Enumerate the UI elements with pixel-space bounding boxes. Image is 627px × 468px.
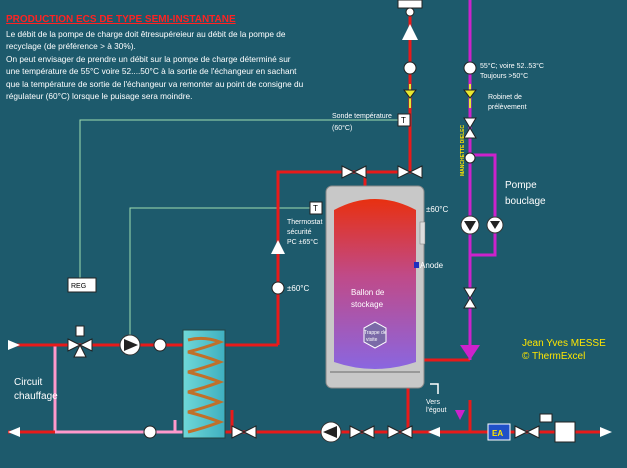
brand-credit: © ThermExcel	[522, 351, 585, 362]
header-line-4: une température de 55°C voire 52....50°C…	[6, 66, 297, 76]
pump-recirc[interactable]	[320, 421, 342, 443]
temp-left-label: ±60°C	[287, 284, 309, 293]
tank-badge	[363, 321, 387, 349]
heat-exchanger	[182, 329, 226, 439]
vers-label-1: Vers	[426, 399, 441, 406]
ea-box[interactable]: EA	[487, 423, 511, 441]
sonde-box: T	[397, 113, 411, 127]
ballon-label-2: stockage	[351, 300, 384, 309]
pompe-label-1: Pompe	[505, 180, 537, 191]
header-line-1: Le débit de la pompe de charge doit être…	[6, 29, 286, 39]
gauge-charge	[153, 338, 167, 352]
header-line-6: régulateur (60°C) lorsque le puisage ser…	[6, 91, 192, 101]
ballon-label-1: Ballon de	[351, 288, 385, 297]
top-tap	[397, 0, 423, 17]
tank-temp-label: ±60°C	[426, 205, 448, 214]
svg-text:T: T	[313, 204, 318, 213]
sonde-label-1: Sonde température	[332, 113, 392, 120]
header-block: PRODUCTION ECS DE TYPE SEMI-INSTANTANE L…	[6, 14, 304, 101]
anode-label: Anode	[420, 261, 444, 270]
robinet-label-1: Robinet de	[488, 94, 522, 101]
valve-bottom-2[interactable]	[349, 425, 375, 439]
tank-badge-1: Trappe de	[364, 330, 387, 336]
gauge-recirc-top	[463, 61, 477, 75]
valve-recirc-2[interactable]	[463, 287, 477, 309]
gauge-bouclage	[464, 152, 476, 164]
gauge-return	[143, 425, 157, 439]
thermostat-box: T	[309, 201, 323, 215]
thermostat-label-2: sécurité	[287, 229, 312, 236]
three-way-valve[interactable]	[67, 325, 93, 358]
header-line-5: que la température de sortie de l'échang…	[6, 79, 304, 89]
header-line-3: On peut envisager de prendre un débit su…	[6, 54, 291, 64]
vers-label-2: l'égout	[426, 407, 446, 414]
header-line-2: recyclage (de préférence > à 30%).	[6, 41, 136, 51]
tank-badge-2: visite	[366, 337, 378, 343]
sonde-control-line	[79, 119, 398, 278]
pump-charge[interactable]	[119, 334, 141, 356]
svg-text:T: T	[401, 116, 406, 125]
valve-cold-inlet[interactable]	[514, 425, 540, 439]
svg-text:EA: EA	[492, 429, 503, 438]
valve-sonde[interactable]	[341, 165, 367, 179]
thermostat-control-line	[129, 207, 310, 335]
gauge-hot-top	[403, 61, 417, 75]
robinet-right	[463, 89, 477, 99]
valve-recirc-1[interactable]	[463, 117, 477, 139]
manchette-label: MANCHETTE DIELEC	[460, 125, 466, 177]
cold-pipes	[53, 345, 190, 434]
robinet-left	[403, 89, 417, 99]
pompe-label-2: bouclage	[505, 196, 546, 207]
filter-meter	[539, 413, 576, 443]
reg-box[interactable]: REG	[67, 277, 97, 293]
sewer-drain	[430, 383, 439, 394]
sonde-label-2: (60°C)	[332, 124, 352, 132]
circuit-label-2: chauffage	[14, 391, 58, 402]
header-title: PRODUCTION ECS DE TYPE SEMI-INSTANTANE	[6, 14, 236, 25]
pump-bouclage-upper[interactable]	[460, 215, 480, 235]
storage-tank	[325, 185, 426, 389]
author-credit: Jean Yves MESSE	[522, 338, 606, 349]
gauge-left	[271, 281, 285, 295]
svg-text:REG: REG	[71, 283, 86, 290]
flow-arrows	[8, 24, 612, 437]
robinet-label-2: prélèvement	[488, 104, 527, 111]
valve-bottom-3[interactable]	[387, 425, 413, 439]
temp-right-1: 55°C; voire 52..53°C	[480, 62, 544, 70]
pump-bouclage-side[interactable]	[486, 216, 504, 234]
anode-marker	[414, 262, 419, 268]
tank-body	[334, 199, 416, 369]
thermostat-label-3: PC ±65°C	[287, 238, 318, 246]
thermostat-label-1: Thermostat	[287, 219, 322, 226]
valve-bottom-1[interactable]	[231, 425, 257, 439]
circuit-label-1: Circuit	[14, 377, 43, 388]
valve-top-hot[interactable]	[397, 165, 423, 179]
temp-right-2: Toujours >50°C	[480, 72, 528, 80]
yellow-branch	[409, 84, 471, 108]
tank-thermometer	[419, 221, 426, 245]
